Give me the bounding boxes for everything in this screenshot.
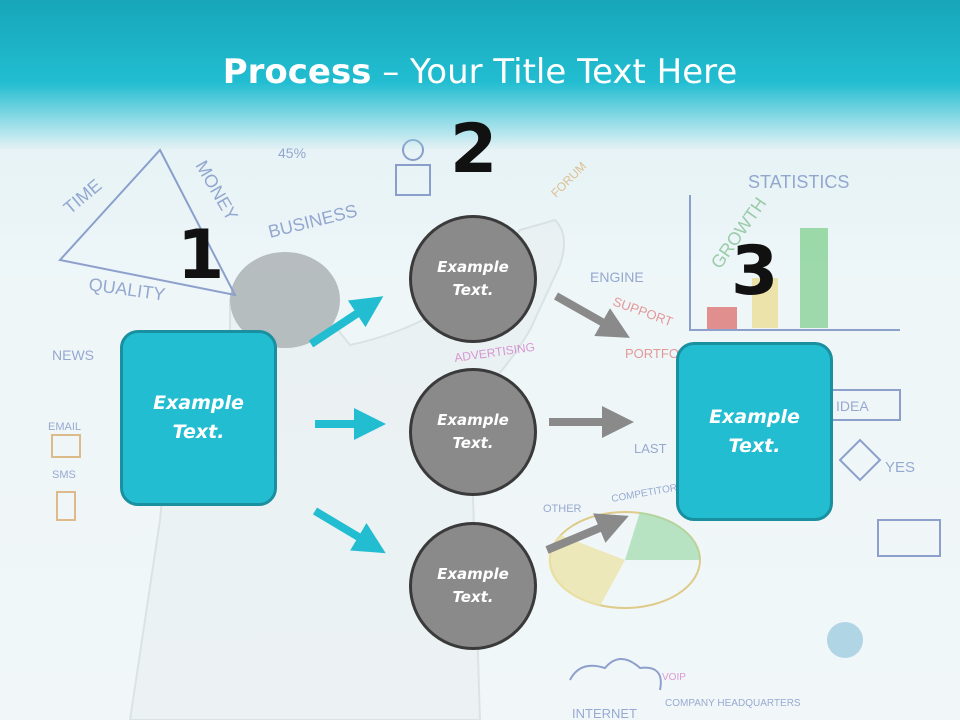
- circle-top-line1: Example: [437, 258, 509, 276]
- step-number-3: 3: [731, 232, 779, 311]
- step-1-text-line2: Text.: [172, 421, 225, 443]
- sketch-word: IDEA: [836, 398, 869, 414]
- cyan-arrow-up: [308, 296, 384, 348]
- cyan-arrow-down: [312, 507, 386, 554]
- step-1-text-line1: Example: [153, 392, 244, 414]
- slide-title: Process – Your Title Text Here: [0, 52, 960, 92]
- sketch-word: INTERNET: [572, 706, 637, 720]
- sketch-word: OTHER: [543, 503, 582, 515]
- title-band: [0, 0, 960, 150]
- circle-bottom-line2: Text.: [452, 588, 494, 606]
- sketch-word: ENGINE: [590, 269, 644, 285]
- gray-arrow-up: [545, 513, 629, 554]
- sketch-word: YES: [885, 459, 915, 476]
- circle-middle-line1: Example: [437, 411, 509, 429]
- circle-middle-line2: Text.: [452, 434, 494, 452]
- step-number-2: 2: [450, 110, 498, 189]
- title-rest: – Your Title Text Here: [371, 52, 738, 92]
- sketch-word: COMPANY HEADQUARTERS: [665, 698, 801, 709]
- sketch-word: NEWS: [52, 347, 94, 363]
- circle-top-line2: Text.: [452, 281, 494, 299]
- sketch-word: VOIP: [662, 672, 686, 683]
- circle-bottom-line1: Example: [437, 565, 509, 583]
- sketch-word: LAST: [634, 441, 667, 456]
- sketch-word: SMS: [52, 469, 76, 481]
- step-3-text-line2: Text.: [728, 434, 781, 457]
- sketch-word: STATISTICS: [748, 172, 849, 192]
- step-number-1: 1: [177, 216, 225, 295]
- gray-arrow-down: [554, 292, 630, 338]
- title-bold: Process: [222, 52, 372, 92]
- sketch-word: EMAIL: [48, 421, 81, 433]
- step-3-text-line1: Example: [709, 405, 800, 428]
